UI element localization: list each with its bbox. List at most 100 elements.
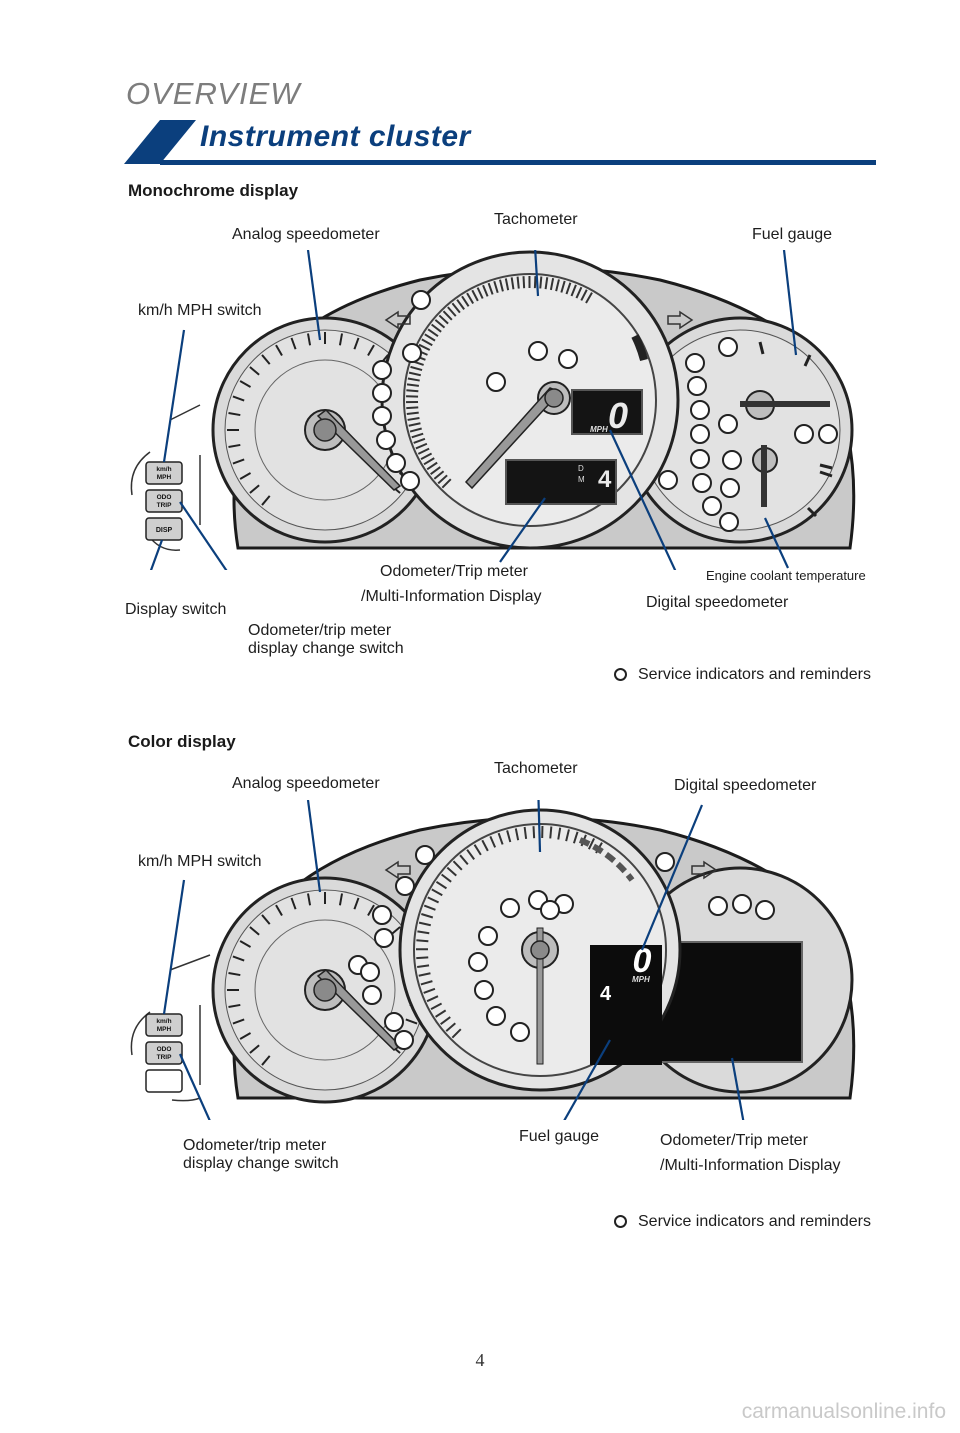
mono-label-odometer-line2: /Multi-Information Display xyxy=(361,588,542,605)
mono-gear-value: 4 xyxy=(598,466,612,493)
dial-tick xyxy=(487,282,494,295)
mono-tachometer-dial: 0 MPH 4 D M xyxy=(380,250,680,550)
legend-service-indicators-1: Service indicators and reminders xyxy=(638,666,871,683)
dial-tick xyxy=(482,284,489,297)
dial-tick xyxy=(406,383,420,387)
mono-gear-mode-m: M xyxy=(578,475,585,484)
color-heading: Color display xyxy=(128,732,236,751)
mono-label-tachometer: Tachometer xyxy=(494,211,578,228)
monochrome-heading: Monochrome display xyxy=(128,181,299,200)
dial-tick xyxy=(430,466,441,475)
dial-tick xyxy=(565,829,570,842)
dial-tick xyxy=(445,1022,456,1032)
dial-tick xyxy=(232,458,245,465)
color-label-odometer-line2: /Multi-Information Display xyxy=(660,1157,841,1174)
dial-tick xyxy=(338,333,344,346)
dial-tick xyxy=(418,921,431,927)
dial-tick xyxy=(580,289,588,301)
dial-tick xyxy=(493,280,499,294)
mono-label-odo-change-line1: Odometer/trip meter xyxy=(248,622,392,639)
dial-tick xyxy=(447,306,457,317)
dial-tick xyxy=(539,276,543,289)
dial-tick xyxy=(506,830,512,843)
dial-tick xyxy=(441,478,452,489)
dial-tick xyxy=(407,417,420,421)
dial-tick xyxy=(275,344,283,357)
dial-tick xyxy=(522,276,526,289)
dial-tick xyxy=(431,888,443,897)
dial-tick xyxy=(407,377,420,382)
dial-tick xyxy=(228,971,241,977)
page-title: Instrument cluster xyxy=(200,120,471,153)
dial-tick xyxy=(427,328,439,337)
mono-btn-disp-label: DISP xyxy=(156,527,173,534)
dial-tick xyxy=(424,333,436,342)
dial-tick xyxy=(338,893,344,906)
dial-tick xyxy=(441,873,452,883)
dial-tick xyxy=(430,1002,443,1011)
dial-tick xyxy=(420,980,433,986)
section-overview-label: OVERVIEW xyxy=(126,76,301,111)
mono-label-engine-coolant: Engine coolant temperature xyxy=(706,568,866,583)
dial-tick xyxy=(451,302,461,314)
mono-label-odo-change-line2: display change switch xyxy=(248,640,404,657)
dial-tick xyxy=(427,896,440,904)
mono-btn-odo-label: ODO xyxy=(157,494,172,501)
dial-tick xyxy=(249,926,260,936)
dial-tick xyxy=(420,452,433,461)
dial-tick xyxy=(451,1028,462,1039)
dial-tick xyxy=(570,284,577,297)
monochrome-cluster-illustration: 0 MPH 4 D M km/h MPH ODO TRIP DISP xyxy=(130,250,856,570)
dial-tick xyxy=(410,365,423,372)
dial-tick xyxy=(473,844,482,856)
color-speed-unit: MPH xyxy=(632,975,650,984)
dial-tick xyxy=(544,277,549,290)
mono-gear-mode-d: D xyxy=(578,464,584,473)
color-digital-speed-value: 0 xyxy=(633,942,652,980)
dial-tick xyxy=(433,470,445,480)
dial-tick xyxy=(413,437,426,444)
color-label-digital-speedometer: Digital speedometer xyxy=(674,777,817,794)
mono-digital-speed-value: 0 xyxy=(608,395,628,436)
dial-tick xyxy=(421,338,433,347)
dial-tick xyxy=(418,343,431,351)
dial-tick xyxy=(232,1018,245,1025)
dial-tick xyxy=(510,277,515,290)
dial-tick xyxy=(239,940,252,948)
dial-tick xyxy=(585,292,593,304)
dial-tick xyxy=(516,276,520,289)
dial-tick xyxy=(261,495,271,506)
dial-tick xyxy=(442,310,453,321)
dial-tick xyxy=(532,826,536,839)
color-label-analog-speedometer: Analog speedometer xyxy=(232,775,380,792)
dial-tick xyxy=(423,904,436,911)
dial-tick xyxy=(437,474,448,485)
dial-tick xyxy=(405,1018,418,1025)
dial-tick xyxy=(533,276,537,289)
color-label-fuel-gauge: Fuel gauge xyxy=(519,1128,600,1145)
dial-tick xyxy=(497,832,504,845)
dial-tick xyxy=(409,427,422,433)
dial-tick xyxy=(418,972,431,977)
mono-label-display-switch: Display switch xyxy=(125,601,227,618)
dial-tick xyxy=(239,1032,252,1040)
dial-tick xyxy=(587,837,596,850)
mono-label-odometer-line1: Odometer/Trip meter xyxy=(380,563,528,580)
dial-tick xyxy=(228,443,241,449)
mono-speed-unit: MPH xyxy=(590,425,608,434)
dial-tick xyxy=(504,278,510,291)
color-cluster-illustration: 0 MPH 4 km/h MPH ODO TRIP xyxy=(130,800,856,1120)
dial-tick xyxy=(426,461,438,471)
dial-tick xyxy=(557,827,562,840)
dial-tick xyxy=(565,282,572,295)
dial-tick xyxy=(249,484,260,494)
dial-tick xyxy=(353,897,360,910)
dial-tick xyxy=(406,389,419,393)
dial-tick xyxy=(452,860,463,871)
dial-tick xyxy=(423,457,435,466)
dial-tick xyxy=(306,333,312,346)
mono-label-analog-speedometer: Analog speedometer xyxy=(232,226,380,243)
dial-tick xyxy=(408,422,421,427)
dial-tick xyxy=(514,828,520,841)
page-number: 4 xyxy=(475,1350,485,1370)
